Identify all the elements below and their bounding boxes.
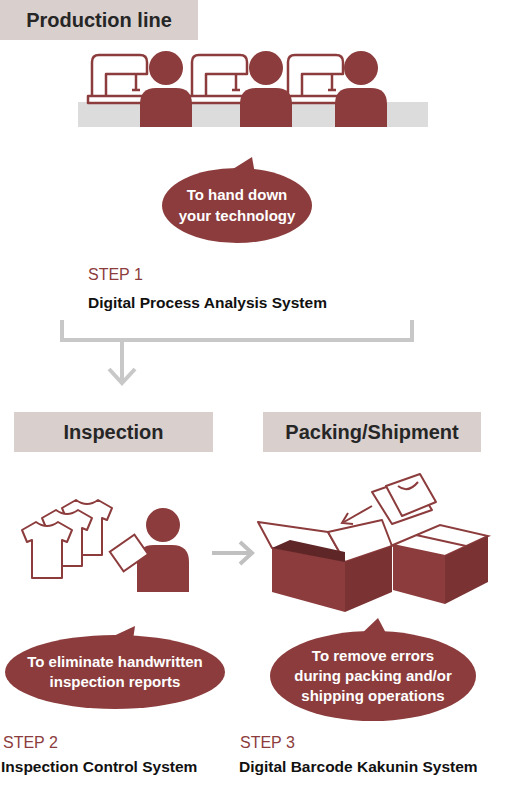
flow-bracket-part: [62, 320, 412, 340]
worker-figure-part: [240, 88, 292, 127]
shirt-stack-part: [22, 522, 72, 578]
section-header: Packing/Shipment: [263, 412, 481, 452]
bubble-body: [162, 168, 312, 243]
flow-arrow-part: [240, 542, 252, 564]
inspector-figure-part: [110, 535, 148, 572]
bubble-text: To remove errors during packing and/or s…: [291, 646, 456, 707]
bubble-body: [5, 635, 225, 709]
flow-bracket-part: [109, 369, 135, 383]
bubble-text: To eliminate handwritten inspection repo…: [18, 652, 213, 693]
bubble-shape: [162, 168, 312, 243]
flow-bracket-part: [120, 340, 124, 380]
bubble-text-block: To eliminate handwritten inspection repo…: [18, 652, 213, 693]
worker-figure-part: [140, 88, 192, 127]
section-header: Production line: [0, 0, 198, 40]
worker-figure: [140, 51, 387, 127]
step-number: STEP 3: [240, 734, 295, 752]
header-text: Production line: [26, 9, 172, 32]
flow-arrow: [212, 542, 252, 564]
bubble-content: To hand down your technology: [162, 168, 312, 243]
closed-box-part: [393, 545, 445, 604]
sewing-machine: [88, 55, 346, 103]
worker-figure-part: [249, 51, 283, 85]
system-name: Digital Process Analysis System: [88, 294, 327, 312]
open-box-part: [272, 540, 345, 562]
worker-figure-part: [335, 88, 387, 127]
bubble-text-block: To remove errors during packing and/or s…: [291, 646, 456, 707]
folded-shirts-part: [386, 474, 436, 516]
section-header: Inspection: [14, 412, 213, 452]
sewing-machine-part: [92, 55, 147, 100]
closed-box-part: [416, 535, 466, 546]
closed-box-part: [445, 536, 488, 604]
sewing-machine-part: [132, 74, 140, 90]
speech-bubble: To hand down your technology: [162, 168, 312, 243]
step-number: STEP 2: [3, 734, 58, 752]
step-number: STEP 1: [88, 266, 143, 284]
bubble-text-block: To hand down your technology: [175, 185, 300, 226]
system-name: Inspection Control System: [1, 758, 197, 776]
worker-figure-part: [149, 51, 183, 85]
bubble-body: [270, 631, 476, 721]
flow-bracket: [62, 320, 412, 383]
inspector-figure-part: [146, 508, 180, 542]
bubble-content: To eliminate handwritten inspection repo…: [5, 635, 225, 709]
sewing-machine-part: [192, 55, 247, 100]
bubble-content: To remove errors during packing and/or s…: [270, 631, 476, 721]
folded-shirts: [372, 474, 436, 524]
sewing-machine-part: [288, 55, 343, 100]
insert-arrow: [342, 506, 372, 524]
sewing-machine-part: [328, 74, 336, 90]
speech-bubble: To remove errors during packing and/or s…: [270, 631, 476, 721]
inspector-figure: [110, 508, 189, 592]
closed-box: [393, 525, 488, 604]
shirt-stack: [22, 500, 112, 578]
open-box: [258, 520, 392, 612]
system-name: Digital Barcode Kakunin System: [239, 758, 478, 776]
flow-arrow-part: [212, 551, 250, 555]
speech-bubble: To eliminate handwritten inspection repo…: [5, 635, 225, 709]
insert-arrow-part: [342, 513, 353, 524]
header-text: Inspection: [63, 421, 163, 444]
open-box-part: [345, 546, 392, 612]
worker-figure-part: [344, 51, 378, 85]
header-text: Packing/Shipment: [285, 421, 458, 444]
folded-shirts-part: [398, 482, 418, 489]
sewing-machine-part: [232, 74, 240, 90]
bubble-shape: [5, 635, 225, 709]
bubble-text: To hand down your technology: [175, 185, 300, 226]
